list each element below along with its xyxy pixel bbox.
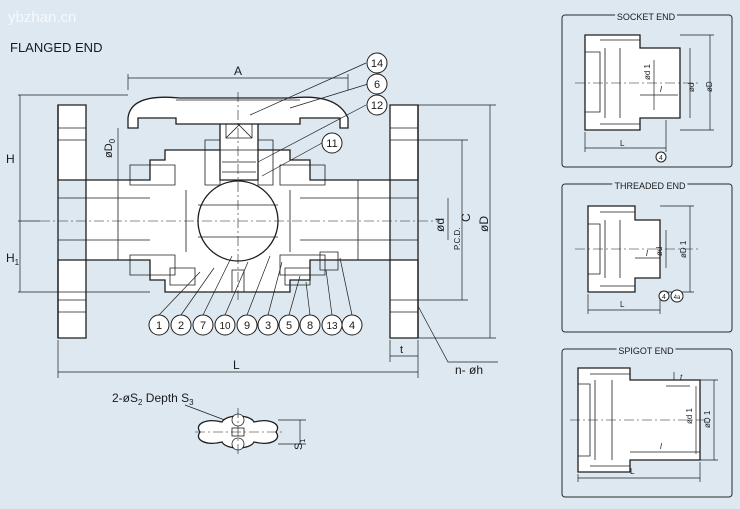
callout-9: 9 <box>244 320 250 332</box>
callout-1: 1 <box>156 320 162 332</box>
socket-l: l <box>660 85 662 94</box>
dim-C: C <box>459 213 473 222</box>
callout-6: 6 <box>374 79 380 91</box>
callout-4: 4 <box>349 320 355 332</box>
threaded-d: ød <box>655 247 664 256</box>
bottom-callouts: 1 2 7 10 9 3 5 8 13 4 <box>148 255 363 336</box>
dim-t: t <box>400 344 403 356</box>
callout-3: 3 <box>265 320 271 332</box>
callout-7: 7 <box>200 320 206 332</box>
callout-8: 8 <box>307 320 313 332</box>
callout-12: 12 <box>371 100 383 112</box>
socket-title: SOCKET END <box>617 12 676 22</box>
callout-14: 14 <box>371 58 383 70</box>
dim-d: ød <box>433 218 447 232</box>
spigot-d1: ød 1 <box>685 407 694 424</box>
spigot-t: t <box>680 373 683 382</box>
callout-10: 10 <box>219 321 231 332</box>
dim-H: H <box>6 152 15 166</box>
socket-L: L <box>620 139 625 148</box>
main-title: FLANGED END <box>10 40 102 55</box>
socket-d1: ød 1 <box>643 63 652 80</box>
watermark: ybzhan.cn <box>8 9 76 26</box>
socket-D: øD <box>705 81 714 92</box>
callout-13: 13 <box>326 321 338 332</box>
flanged-end-view: FLANGED END <box>6 40 498 378</box>
left-flange-upper <box>57 104 87 181</box>
threaded-l: l <box>646 249 648 258</box>
spigot-end-panel: SPIGOT END t ød 1 øD 1 l L <box>561 344 733 498</box>
threaded-L: L <box>620 300 625 309</box>
dim-H1: H1 <box>6 251 20 267</box>
threaded-title: THREADED END <box>614 181 686 191</box>
dim-pcd: P.C.D. <box>453 227 462 250</box>
spigot-l: l <box>660 442 662 451</box>
dim-D0: øD0 <box>103 138 117 158</box>
threaded-callout-4: 4 <box>662 294 666 301</box>
right-flange-upper <box>389 104 419 181</box>
spigot-L: L <box>630 467 635 476</box>
dim-nh: n- øh <box>455 363 483 377</box>
callout-5: 5 <box>286 320 292 332</box>
dim-D: øD <box>477 216 491 232</box>
threaded-callout-4a: 4a <box>674 295 681 301</box>
left-flange-lower <box>57 259 87 339</box>
threaded-end-panel: THREADED END ød øD 1 l L 4 4a <box>561 179 733 333</box>
threaded-D1: øD 1 <box>679 240 688 258</box>
detail-label: 2-øS2 Depth S3 <box>112 391 194 407</box>
socket-d: ød <box>687 83 696 92</box>
callout-11: 11 <box>326 138 337 150</box>
socket-callout-4: 4 <box>659 155 663 162</box>
bolt-pad-detail: 2-øS2 Depth S3 S1 <box>112 391 307 455</box>
top-callouts: 14 6 12 11 <box>249 52 388 177</box>
socket-end-panel: SOCKET END ød 1 l ød øD L 4 <box>561 10 733 168</box>
spigot-D1: øD 1 <box>703 410 712 428</box>
dim-A: A <box>234 64 242 78</box>
dim-S1: S1 <box>293 439 307 450</box>
right-flange-lower <box>389 259 419 339</box>
dim-L: L <box>233 358 240 372</box>
spigot-title: SPIGOT END <box>618 346 674 356</box>
callout-2: 2 <box>178 320 184 332</box>
